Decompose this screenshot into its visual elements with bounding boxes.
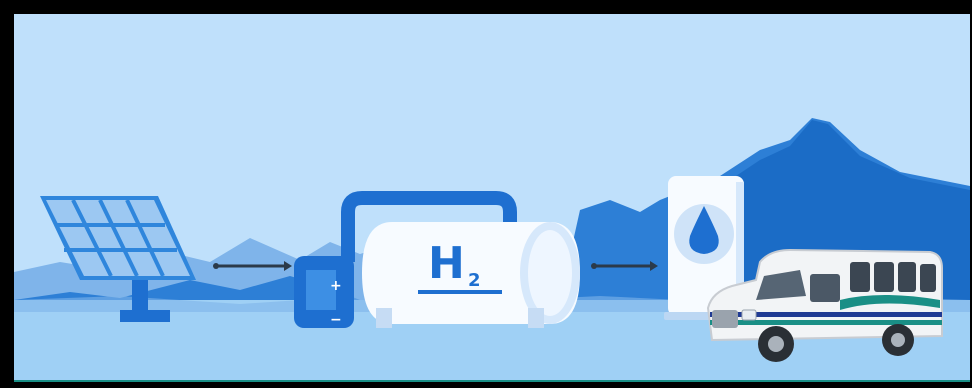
svg-text:−: −	[330, 312, 342, 328]
h2-subscript: 2	[468, 270, 481, 291]
h2-label: H	[428, 238, 465, 289]
svg-text:+: +	[330, 278, 342, 294]
bottom-accent-line	[14, 380, 970, 382]
